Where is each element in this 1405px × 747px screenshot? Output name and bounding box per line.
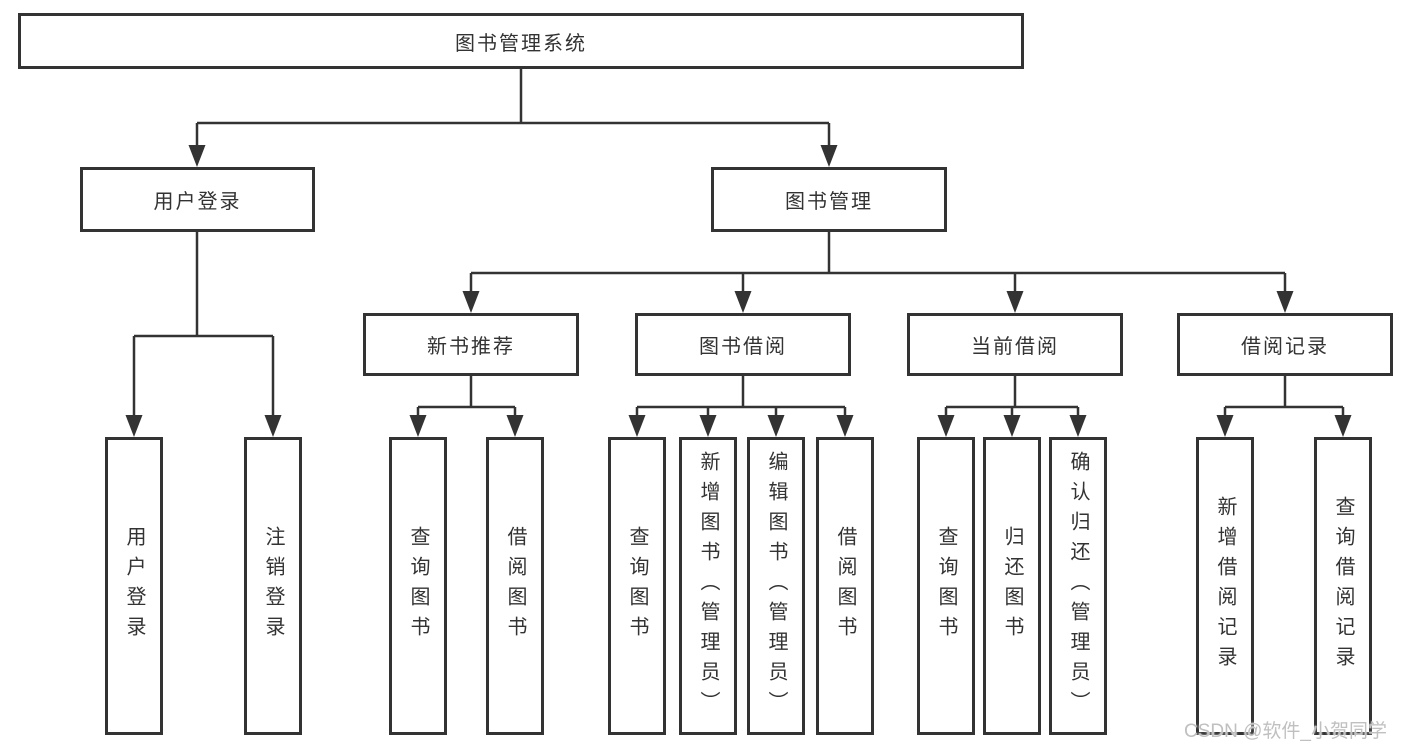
leaf-query-books-recommend-label: 查询图书 (407, 526, 429, 646)
node-book-borrowing-label: 图书借阅 (699, 336, 787, 358)
leaf-add-borrow-record: 新增借阅记录 (1196, 437, 1254, 735)
node-book-management: 图书管理 (711, 167, 947, 232)
leaf-query-books-borrowing: 查询图书 (608, 437, 666, 735)
leaf-add-books-admin-label: 新增图书（管理员） (697, 451, 719, 721)
leaf-edit-books-admin-label: 编辑图书（管理员） (765, 451, 787, 721)
leaf-borrow-books-label: 借阅图书 (834, 526, 856, 646)
leaf-logout-label: 注销登录 (262, 526, 284, 646)
leaf-query-books-current: 查询图书 (917, 437, 975, 735)
leaf-query-borrow-record-label: 查询借阅记录 (1332, 496, 1354, 676)
leaf-borrow-books-recommend: 借阅图书 (486, 437, 544, 735)
leaf-query-books-recommend: 查询图书 (389, 437, 447, 735)
node-book-borrowing: 图书借阅 (635, 313, 851, 376)
node-new-book-recommendation: 新书推荐 (363, 313, 579, 376)
node-book-management-label: 图书管理 (785, 191, 873, 213)
leaf-user-login: 用户登录 (105, 437, 163, 735)
leaf-query-borrow-record: 查询借阅记录 (1314, 437, 1372, 735)
node-library-system-label: 图书管理系统 (455, 32, 587, 55)
node-new-book-recommendation-label: 新书推荐 (427, 336, 515, 358)
node-borrowing-records: 借阅记录 (1177, 313, 1393, 376)
leaf-confirm-return-admin: 确认归还（管理员） (1049, 437, 1107, 735)
csdn-watermark: CSDN @软件_小贺同学 (1184, 721, 1387, 742)
node-library-system: 图书管理系统 (18, 13, 1024, 69)
leaf-user-login-label: 用户登录 (123, 526, 145, 646)
leaf-query-books-current-label: 查询图书 (935, 526, 957, 646)
leaf-borrow-books: 借阅图书 (816, 437, 874, 735)
node-current-borrowing-label: 当前借阅 (971, 336, 1059, 358)
leaf-edit-books-admin: 编辑图书（管理员） (747, 437, 805, 735)
leaf-return-books: 归还图书 (983, 437, 1041, 735)
leaf-confirm-return-admin-label: 确认归还（管理员） (1067, 451, 1089, 721)
leaf-return-books-label: 归还图书 (1001, 526, 1023, 646)
node-borrowing-records-label: 借阅记录 (1241, 336, 1329, 358)
leaf-add-borrow-record-label: 新增借阅记录 (1214, 496, 1236, 676)
leaf-add-books-admin: 新增图书（管理员） (679, 437, 737, 735)
leaf-logout: 注销登录 (244, 437, 302, 735)
leaf-query-books-borrowing-label: 查询图书 (626, 526, 648, 646)
node-current-borrowing: 当前借阅 (907, 313, 1123, 376)
node-user-login: 用户登录 (80, 167, 315, 232)
leaf-borrow-books-recommend-label: 借阅图书 (504, 526, 526, 646)
node-user-login-label: 用户登录 (153, 191, 242, 213)
